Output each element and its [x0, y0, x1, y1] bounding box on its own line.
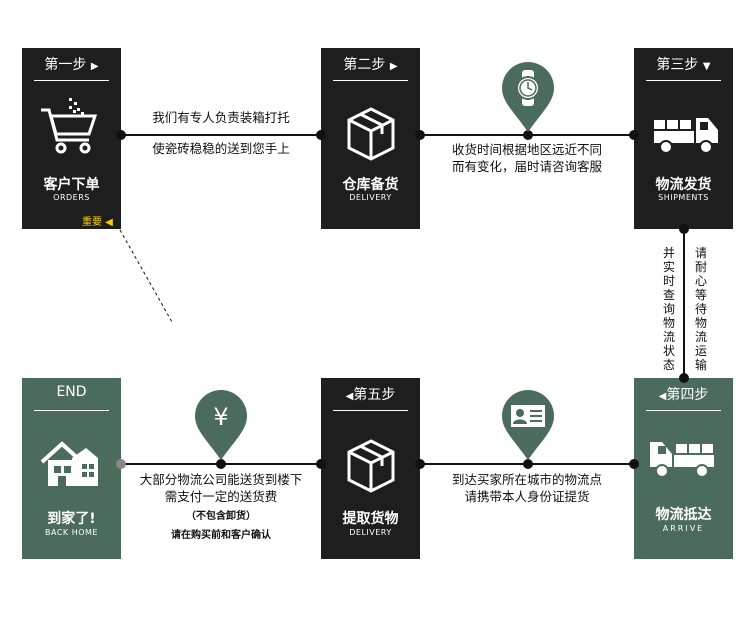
- watch-icon: [502, 62, 554, 132]
- step-2-title: 仓库备货: [342, 177, 399, 193]
- dashed-pointer-line: [119, 229, 173, 323]
- end-subtitle: BACK HOME: [45, 528, 98, 537]
- step-2-box: 第二步 ▶ 仓库备货 DELIVERY: [321, 48, 420, 229]
- step-5-rule: [333, 410, 408, 411]
- connector-5-6-line1: 大部分物流公司能送货到楼下: [139, 472, 303, 487]
- package-box-icon: [347, 107, 395, 161]
- connector-dot: [116, 130, 126, 140]
- connector-1-2-line1: 我们有专人负责装箱打托: [152, 110, 290, 125]
- step-4-box: ◀第四步 物流抵达 ARRIVE: [634, 378, 733, 559]
- connector-dot: [216, 459, 226, 469]
- step-5-subtitle: DELIVERY: [349, 528, 392, 537]
- house-icon: [40, 441, 98, 486]
- step-2-rule: [333, 80, 408, 81]
- connector-dot: [116, 459, 126, 469]
- step-1-title: 客户下单: [43, 177, 100, 193]
- connector-dot: [415, 130, 425, 140]
- connector-1-2: [121, 134, 321, 136]
- connector-dot: [523, 459, 533, 469]
- step-3-rule: [646, 80, 721, 81]
- connector-2-3-line1: 收货时间根据地区远近不同: [451, 142, 602, 157]
- svg-text:¥: ¥: [213, 403, 228, 431]
- step-2-subtitle: DELIVERY: [349, 193, 392, 202]
- connector-dot: [679, 224, 689, 234]
- connector-5-6-line3: （不包含卸货）: [186, 511, 256, 522]
- end-rule: [34, 410, 109, 411]
- step-3-label: 第三步 ▼: [656, 57, 711, 73]
- step-2-label: 第二步 ▶: [343, 57, 398, 73]
- connector-1-2-line2: 使瓷砖稳稳的送到您手上: [152, 141, 290, 156]
- connector-3-4: [683, 229, 685, 378]
- important-note: 重要 ◀: [82, 217, 113, 228]
- step-4-label: ◀第四步: [658, 387, 709, 403]
- step-5-label: ◀第五步: [345, 387, 396, 403]
- shopping-cart-icon: [41, 98, 98, 154]
- step-4-subtitle: ARRIVE: [662, 524, 705, 533]
- step-1-label: 第一步 ▶: [44, 57, 99, 73]
- truck-icon: [650, 442, 714, 478]
- connector-dot: [316, 130, 326, 140]
- end-box: END 到家了! BACK HOME: [22, 378, 121, 559]
- step-4-rule: [646, 410, 721, 411]
- connector-dot: [679, 373, 689, 383]
- step-5-box: ◀第五步 提取货物 DELIVERY: [321, 378, 420, 559]
- connector-dot: [415, 459, 425, 469]
- step-4-title: 物流抵达: [655, 507, 712, 523]
- connector-dot: [629, 459, 639, 469]
- yen-icon: ¥: [195, 390, 247, 460]
- connector-5-6-line2: 需支付一定的送货费: [164, 489, 278, 504]
- connector-2-3-line2: 而有变化，届时请咨询客服: [451, 159, 602, 174]
- connector-dot: [523, 130, 533, 140]
- end-title: 到家了!: [47, 511, 96, 527]
- step-3-box: 第三步 ▼ 物流发货 SHIPMENTS: [634, 48, 733, 229]
- connector-4-5-line2: 请携带本人身份证提货: [464, 489, 590, 504]
- connector-3-4-left-text: 并实时查询物流状态: [662, 246, 675, 372]
- step-1-subtitle: ORDERS: [53, 193, 90, 202]
- connector-5-6-line4: 请在购买前和客户确认: [171, 530, 271, 541]
- step-1-rule: [34, 80, 109, 81]
- step-5-title: 提取货物: [342, 511, 399, 527]
- end-label: END: [56, 384, 87, 400]
- connector-4-5-line1: 到达买家所在城市的物流点: [451, 472, 602, 487]
- connector-dot: [629, 130, 639, 140]
- step-3-title: 物流发货: [655, 177, 712, 193]
- package-box-icon: [347, 439, 395, 493]
- truck-icon: [654, 118, 718, 154]
- step-1-box: 第一步 ▶ 客户下单 ORDERS 重要 ◀: [22, 48, 121, 229]
- connector-3-4-right-text: 请耐心等待物流运输: [694, 246, 707, 372]
- id-card-icon: [502, 390, 554, 460]
- connector-dot: [316, 459, 326, 469]
- step-3-subtitle: SHIPMENTS: [658, 193, 709, 202]
